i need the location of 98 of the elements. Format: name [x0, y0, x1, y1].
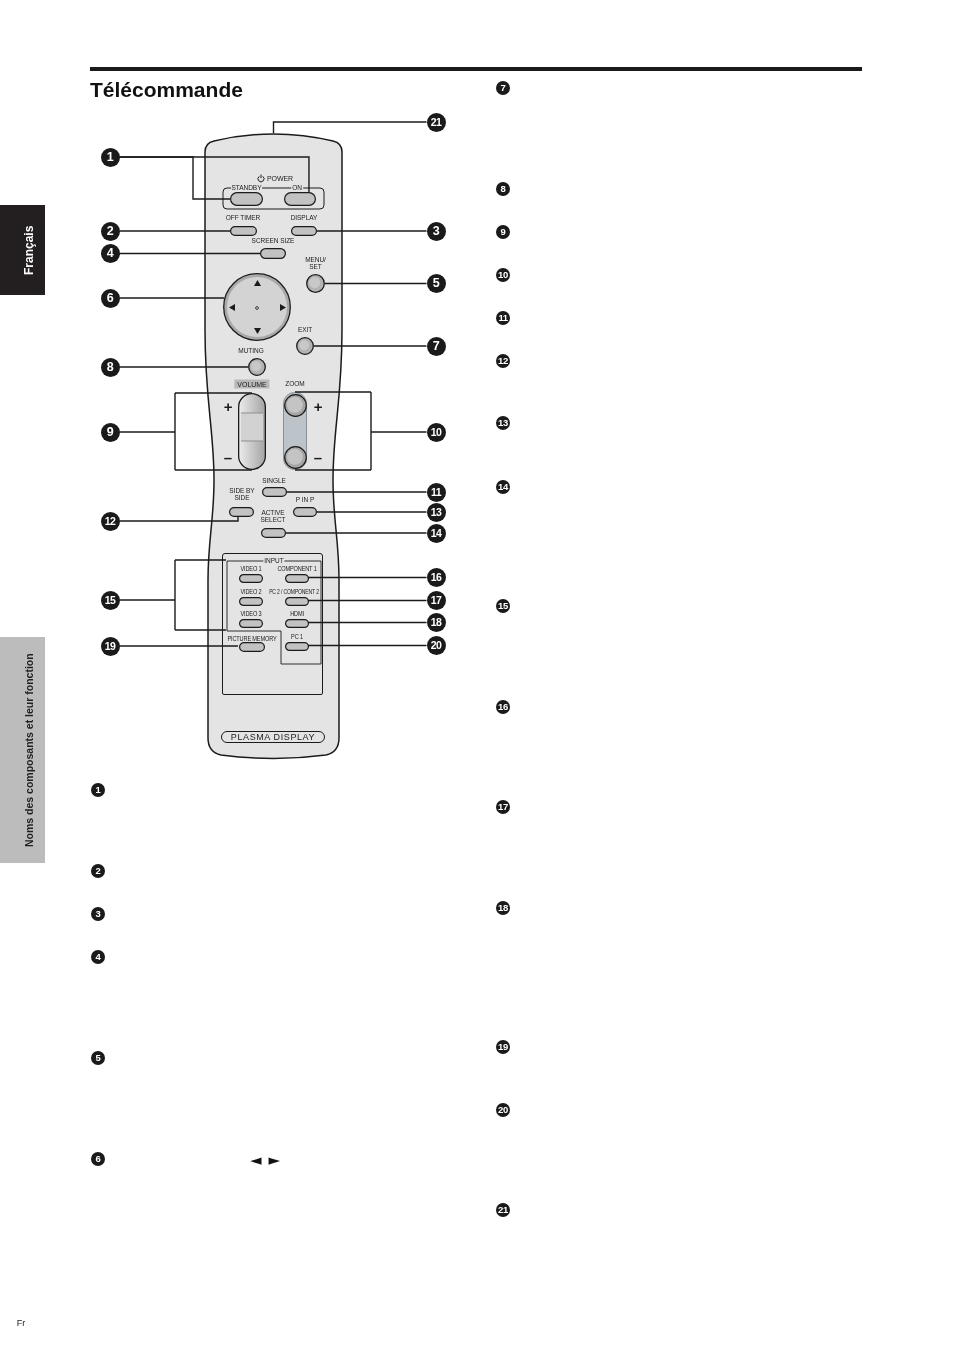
callout-number: 7	[496, 81, 510, 95]
callout-number: 9	[496, 225, 510, 239]
remote-button	[291, 226, 317, 236]
callout-number: 2	[91, 864, 105, 878]
leader-line	[118, 230, 231, 232]
minus-sign: –	[223, 449, 233, 465]
remote-button	[285, 597, 309, 606]
callout-number: 1	[100, 147, 120, 167]
leader-line	[307, 621, 428, 624]
leader-line	[294, 391, 428, 471]
callout-number: 13	[496, 416, 510, 430]
callout-number: 18	[426, 613, 446, 632]
remote-button	[285, 619, 309, 628]
side-tab: Français	[0, 205, 45, 295]
callout-number: 2	[100, 221, 120, 241]
round-button	[306, 274, 325, 293]
callout-number: 4	[100, 244, 120, 263]
callout-number: 11	[496, 311, 510, 325]
leader-line	[307, 599, 428, 602]
remote-button	[239, 642, 265, 652]
leader-line	[118, 559, 227, 631]
leader-line	[316, 511, 428, 513]
callout-number: 16	[496, 700, 510, 714]
callout-number: 11	[426, 482, 446, 502]
remote-button	[261, 528, 286, 538]
callout-number: 5	[91, 1051, 105, 1065]
callout-number: 15	[496, 599, 510, 613]
remote-button	[260, 248, 286, 259]
remote-button	[230, 192, 263, 206]
remote-button	[239, 619, 263, 628]
remote-button	[239, 574, 263, 583]
minus-sign: –	[313, 449, 323, 465]
leader-line	[285, 532, 428, 534]
page-title: Télécommande	[90, 79, 243, 100]
leader-line	[324, 282, 428, 285]
callout-number: 10	[496, 268, 510, 282]
leader-line	[286, 491, 428, 493]
remote-button	[285, 642, 309, 651]
callout-number: 17	[426, 591, 446, 610]
callout-number: 21	[426, 112, 446, 132]
callout-number: 9	[100, 422, 120, 442]
leader-line	[118, 392, 253, 471]
callout-number: 10	[426, 422, 446, 442]
leader-line	[118, 252, 261, 255]
leader-line	[118, 156, 310, 193]
direction-symbols: ◄ ►	[250, 1152, 280, 1168]
callout-number: 13	[426, 502, 446, 522]
plus-sign: +	[313, 398, 323, 414]
callout-number: 19	[496, 1040, 510, 1054]
callout-number: 8	[496, 182, 510, 196]
callout-number: 16	[426, 568, 446, 587]
direction-pad	[223, 273, 291, 341]
plus-sign: +	[223, 398, 233, 414]
remote-control-body	[204, 133, 343, 760]
leader-line	[272, 121, 428, 134]
callout-number: 3	[426, 221, 446, 241]
callout-number: 20	[496, 1103, 510, 1117]
remote-button	[293, 507, 317, 517]
button-panel	[222, 553, 323, 695]
callout-number: 14	[496, 480, 510, 494]
callout-number: 3	[91, 907, 105, 921]
input-group-frame	[226, 557, 322, 665]
callout-number: 19	[100, 636, 120, 656]
leader-line	[118, 366, 249, 368]
leader-line	[118, 645, 239, 647]
leader-line	[118, 297, 225, 299]
leader-line	[118, 516, 239, 522]
callout-number: 4	[91, 950, 105, 964]
leader-line	[307, 576, 428, 579]
callout-number: 6	[100, 288, 120, 308]
callout-number: 6	[91, 1152, 105, 1166]
remote-button	[262, 487, 287, 497]
callout-number: 14	[426, 523, 446, 543]
callout-number: 20	[426, 636, 446, 655]
callout-number: 1	[91, 783, 105, 797]
callout-number: 17	[496, 800, 510, 814]
remote-button	[229, 507, 254, 517]
round-button	[296, 337, 314, 355]
remote-button	[285, 574, 309, 583]
leader-line	[313, 345, 428, 347]
round-button	[248, 358, 266, 376]
side-tab: Noms des composants et leur fonction	[0, 637, 45, 863]
zoom-rocker	[283, 392, 307, 470]
page-footer: Fr	[16, 1318, 26, 1328]
callout-number: 5	[426, 274, 446, 293]
remote-button	[284, 192, 316, 206]
callout-number: 12	[100, 511, 120, 531]
volume-rocker	[238, 393, 266, 470]
leader-line	[316, 230, 428, 232]
remote-button	[239, 597, 263, 606]
remote-button	[230, 226, 257, 236]
callout-number: 15	[100, 590, 120, 610]
callout-number: 18	[496, 901, 510, 915]
callout-number: 7	[426, 336, 446, 356]
callout-number: 12	[496, 354, 510, 368]
callout-number: 21	[496, 1203, 510, 1217]
callout-number: 8	[100, 357, 120, 377]
leader-line	[307, 644, 428, 647]
